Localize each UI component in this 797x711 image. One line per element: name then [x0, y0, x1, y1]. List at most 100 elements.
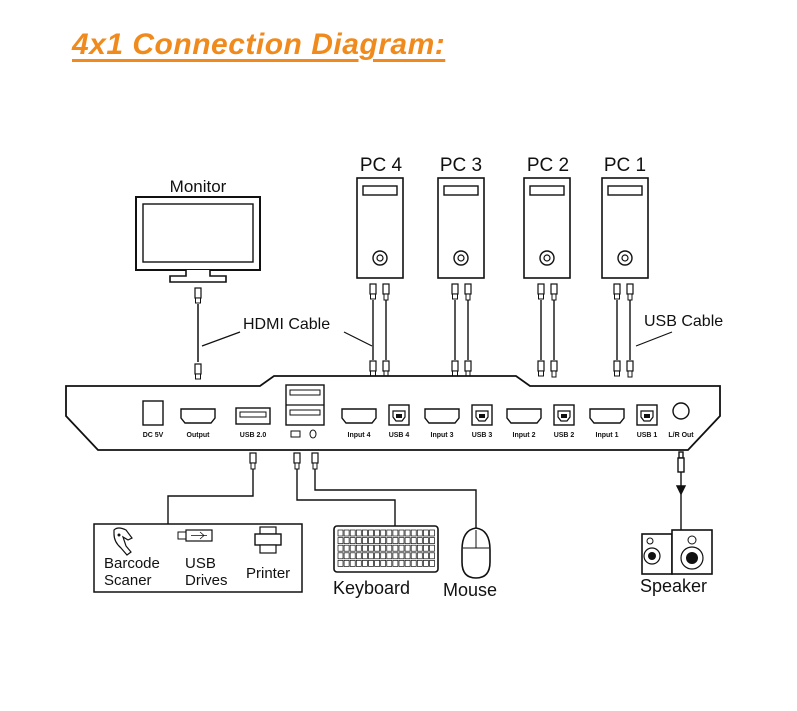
keyboard-key — [343, 529, 350, 537]
keyboard-key — [374, 544, 380, 552]
keyboard-key — [386, 560, 393, 567]
usb-drives-label-1: USB — [185, 555, 216, 572]
pc1-device: PC 1 — [601, 155, 649, 279]
keyboard-key — [337, 537, 344, 544]
keyboard-key — [343, 544, 350, 552]
keyboard-key — [423, 544, 429, 552]
keyboard-key — [355, 537, 362, 544]
usb1-port — [636, 404, 658, 426]
keyboard-key — [423, 552, 429, 560]
keyboard-label: Keyboard — [333, 578, 410, 598]
keyboard-key — [410, 544, 417, 552]
keyboard-key — [343, 537, 350, 544]
keyboard-key — [429, 529, 435, 537]
keyboard-key — [398, 544, 405, 552]
speaker-device: Speaker — [640, 529, 713, 596]
diagram-title: 4x1 Connection Diagram: — [72, 28, 446, 61]
keyboard-key — [349, 529, 356, 537]
keyboard-key — [349, 537, 356, 544]
keyboard-key — [423, 560, 429, 567]
keyboard-key — [404, 552, 411, 560]
keyboard-key — [349, 544, 356, 552]
printer-icon — [254, 526, 282, 554]
keyboard-key — [368, 560, 374, 567]
pc4-label: PC 4 — [360, 155, 403, 176]
dc-port — [142, 400, 164, 426]
keyboard-key — [343, 552, 350, 560]
keyboard-key — [374, 537, 380, 544]
keyboard-key — [416, 552, 423, 560]
keyboard-key — [416, 529, 423, 537]
usb1-label: USB 1 — [637, 432, 658, 439]
keyboard-device: Keyboard — [333, 525, 439, 598]
usb-devices-box: Barcode Scaner USB Drives Printer — [93, 523, 303, 593]
keyboard-key — [398, 560, 405, 567]
hdmi-input1-port — [589, 408, 625, 424]
usb2-port — [553, 404, 575, 426]
keyboard-key — [362, 544, 368, 552]
keyboard-key — [410, 552, 417, 560]
keyboard-key — [337, 560, 344, 567]
keyboard-key — [404, 529, 411, 537]
lr-out-label: L/R Out — [668, 432, 694, 439]
keyboard-key — [368, 529, 374, 537]
keyboard-key — [416, 544, 423, 552]
keyboard-key — [380, 537, 387, 544]
keyboard-key — [380, 560, 387, 567]
keyboard-key — [355, 529, 362, 537]
hdmi-input2-port — [506, 408, 542, 424]
pc3-label: PC 3 — [440, 155, 482, 176]
mouse-label: Mouse — [443, 580, 497, 600]
keyboard-key — [355, 544, 362, 552]
hdmi-input3-port — [424, 408, 460, 424]
keyboard-key — [380, 552, 387, 560]
input3-label: Input 3 — [431, 432, 454, 439]
keyboard-key — [392, 537, 399, 544]
printer-label: Printer — [246, 565, 290, 582]
pc3-device: PC 3 — [437, 155, 485, 279]
monitor-device: Monitor — [135, 177, 261, 380]
keyboard-port-icon — [290, 430, 301, 438]
keyboard-key — [368, 544, 374, 552]
keyboard-key — [386, 529, 393, 537]
keyboard-key — [368, 552, 374, 560]
usb-drives-label-2: Drives — [185, 572, 228, 589]
pc4-device: PC 4 — [356, 155, 404, 279]
usb20-port-label: USB 2.0 — [240, 432, 267, 439]
usb-drive-icon — [177, 529, 213, 542]
keyboard-key — [429, 560, 435, 567]
keyboard-key — [337, 544, 344, 552]
keyboard-key — [423, 529, 429, 537]
pc2-device: PC 2 — [523, 155, 571, 279]
usb4-port — [388, 404, 410, 426]
keyboard-key — [410, 529, 417, 537]
keyboard-key — [416, 537, 423, 544]
keyboard-key — [362, 537, 368, 544]
keyboard-key — [423, 537, 429, 544]
keyboard-key — [410, 560, 417, 567]
mouse-device: Mouse — [443, 527, 497, 600]
kvm-switch: DC 5V Output USB 2.0 Input 4 USB 4 Input… — [65, 375, 721, 451]
keyboard-key — [398, 552, 405, 560]
barcode-label-1: Barcode — [104, 555, 160, 572]
pc-cables — [369, 283, 634, 378]
hdmi-output-port — [180, 408, 216, 424]
keyboard-key — [349, 552, 356, 560]
usb-cable-label: USB Cable — [644, 313, 723, 330]
keyboard-key — [380, 544, 387, 552]
keyboard-key — [392, 529, 399, 537]
keyboard-key — [355, 552, 362, 560]
keyboard-key — [362, 560, 368, 567]
output-port-label: Output — [187, 432, 211, 439]
keyboard-key — [404, 544, 411, 552]
usb3-port — [471, 404, 493, 426]
pc2-label: PC 2 — [527, 155, 569, 176]
keyboard-key — [374, 552, 380, 560]
keyboard-key — [416, 560, 423, 567]
lower-cables — [167, 451, 687, 530]
keyboard-key — [362, 552, 368, 560]
keyboard-key — [386, 552, 393, 560]
keyboard-key — [404, 537, 411, 544]
mouse-port-icon — [309, 429, 317, 439]
